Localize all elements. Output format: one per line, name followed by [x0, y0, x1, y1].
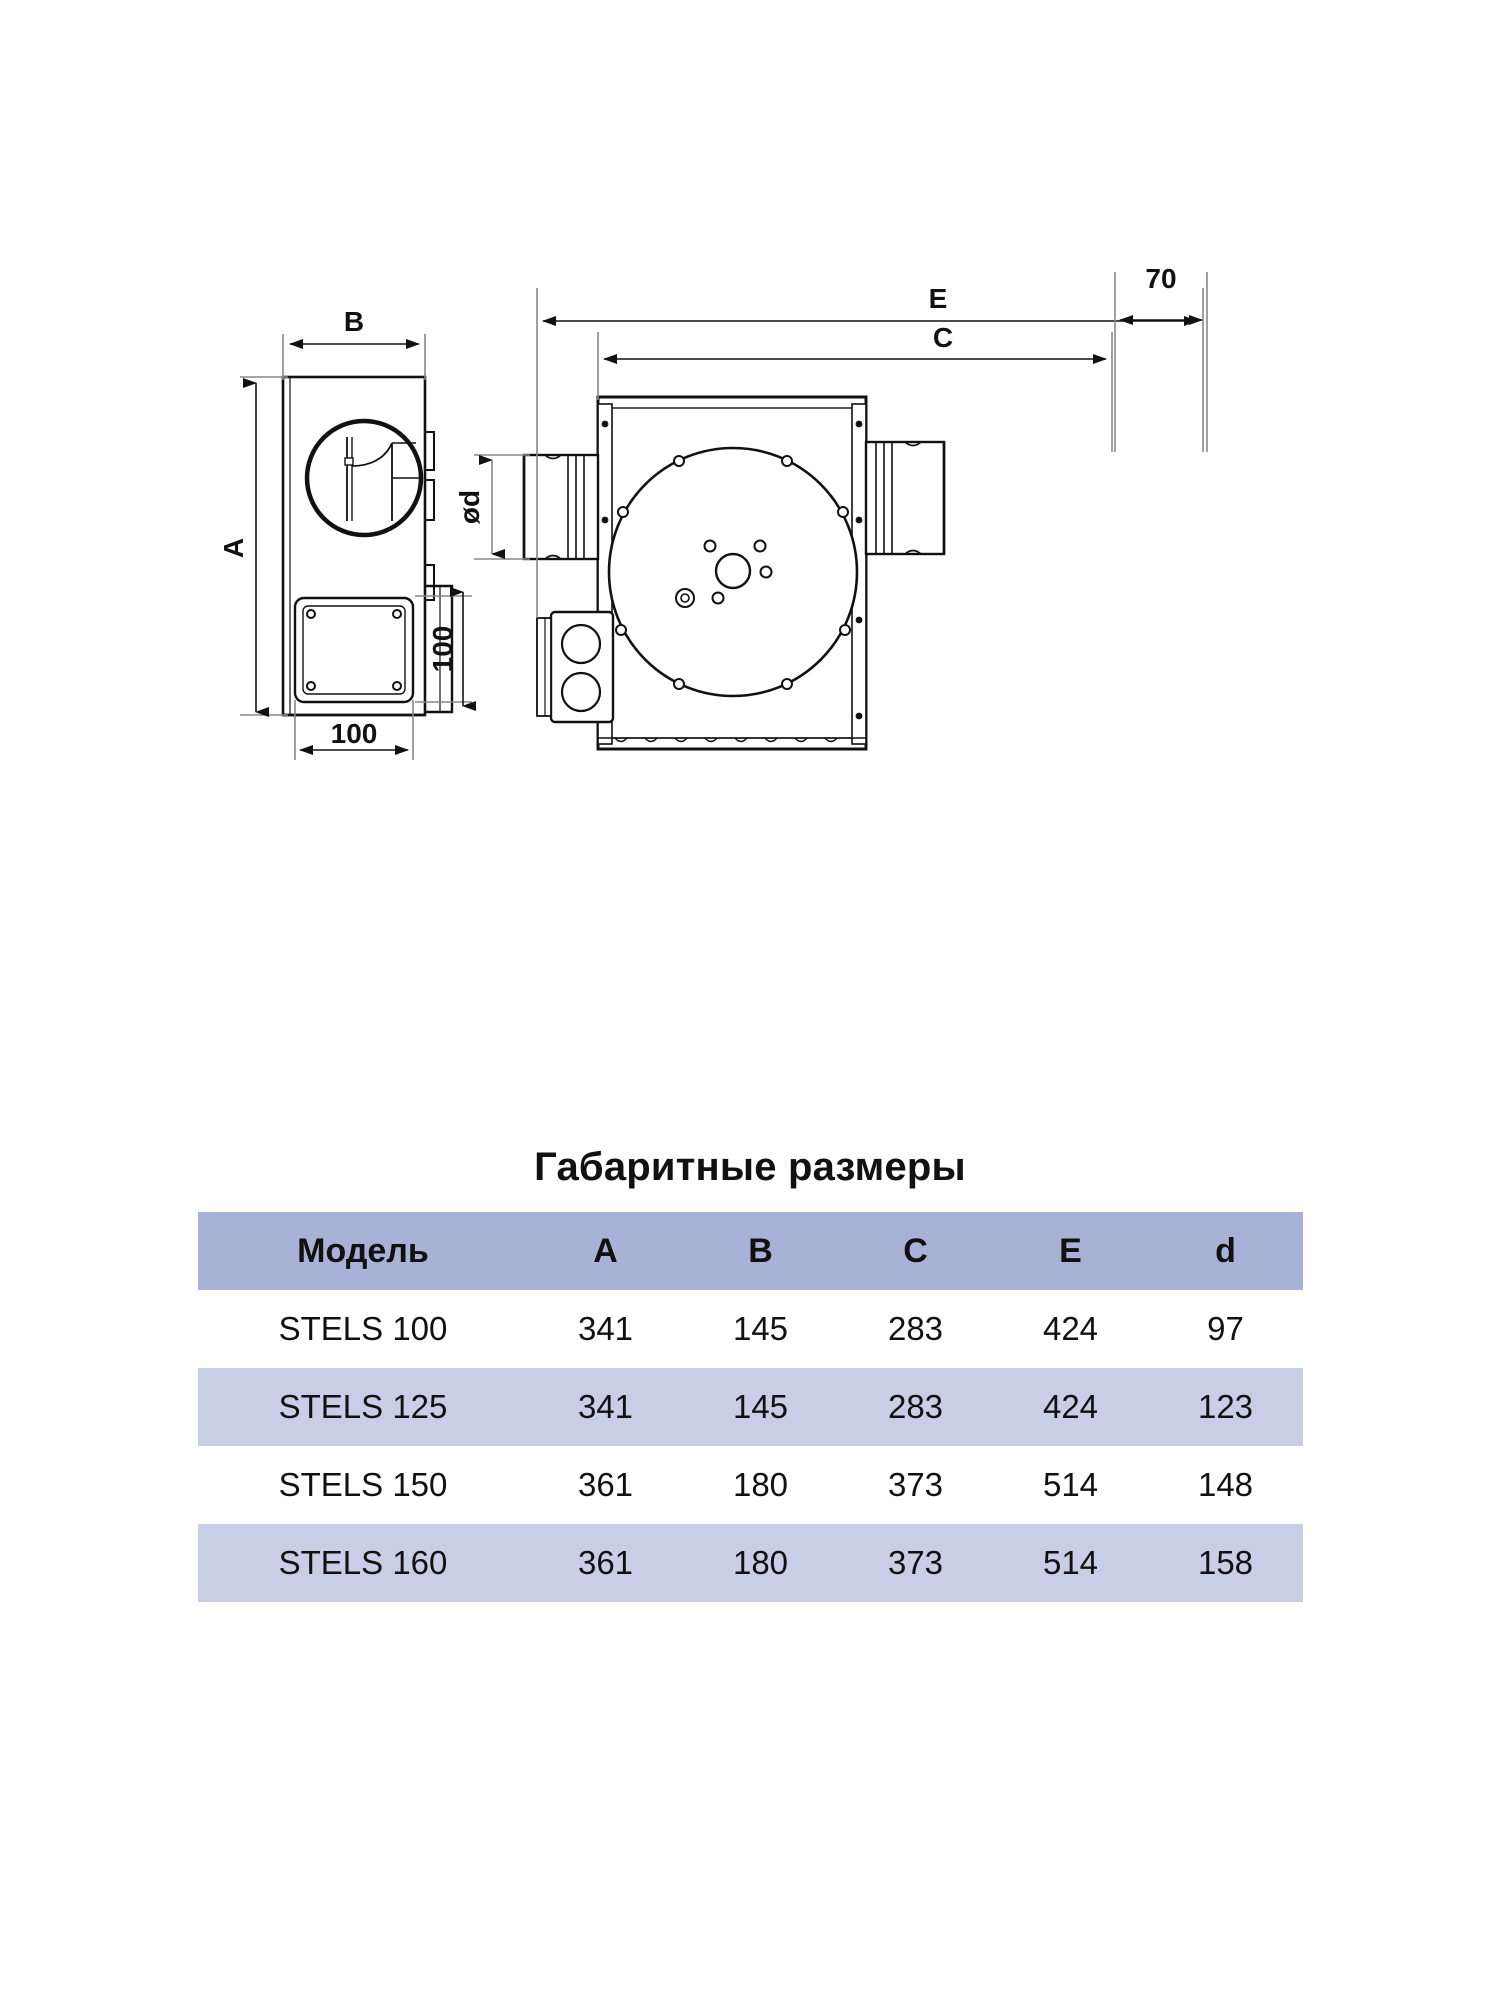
page-title: Габаритные размеры	[534, 1145, 966, 1189]
dimension-label-B: B	[344, 306, 364, 337]
cell-d: 97	[1148, 1290, 1303, 1368]
cell-d: 123	[1148, 1368, 1303, 1446]
cell-c: 283	[838, 1368, 993, 1446]
cell-c: 373	[838, 1446, 993, 1524]
side-view-access-panel	[293, 596, 415, 704]
dimension-100-vertical	[415, 587, 476, 711]
cell-d: 148	[1148, 1446, 1303, 1524]
cell-b: 145	[683, 1290, 838, 1368]
front-view-fan-cover	[607, 446, 859, 698]
dimension-100-horizontal	[294, 700, 414, 760]
dimension-label-100-vertical: 100	[427, 626, 458, 673]
cell-a: 361	[528, 1524, 683, 1602]
cell-c: 283	[838, 1290, 993, 1368]
front-view-right-spigot	[864, 440, 946, 556]
dimension-label-70: 70	[1145, 263, 1176, 294]
front-view-left-spigot	[522, 453, 600, 561]
dimension-label-E: E	[929, 283, 948, 314]
dimension-A	[240, 376, 288, 717]
table-row: STELS 125 341 145 283 424 123	[198, 1368, 1303, 1446]
cell-model: STELS 100	[198, 1290, 528, 1368]
cell-model: STELS 150	[198, 1446, 528, 1524]
cell-model: STELS 125	[198, 1368, 528, 1446]
table-header-row: Модель A B C E d	[198, 1212, 1303, 1290]
front-view-junction-box	[536, 610, 615, 724]
cell-c: 373	[838, 1524, 993, 1602]
dimension-diameter-d	[474, 454, 530, 560]
cell-b: 145	[683, 1368, 838, 1446]
column-header-model: Модель	[198, 1212, 528, 1290]
side-view-spigot	[304, 418, 424, 538]
dimensions-table-container: Модель A B C E d STELS 100 341 145 283 4…	[198, 1212, 1303, 1602]
dimension-label-C: C	[933, 322, 953, 353]
dimensions-table: Модель A B C E d STELS 100 341 145 283 4…	[198, 1212, 1303, 1602]
cell-model: STELS 160	[198, 1524, 528, 1602]
cell-b: 180	[683, 1446, 838, 1524]
cell-b: 180	[683, 1524, 838, 1602]
dimension-B	[282, 334, 426, 380]
dimension-C	[597, 332, 1113, 452]
cell-a: 341	[528, 1290, 683, 1368]
table-row: STELS 150 361 180 373 514 148	[198, 1446, 1303, 1524]
column-header-a: A	[528, 1212, 683, 1290]
dimension-label-diameter-d: ød	[454, 490, 485, 524]
dimension-E	[536, 288, 1204, 618]
cell-e: 424	[993, 1368, 1148, 1446]
column-header-c: C	[838, 1212, 993, 1290]
cell-e: 514	[993, 1524, 1148, 1602]
dimension-label-A: A	[218, 538, 249, 558]
cell-a: 361	[528, 1446, 683, 1524]
technical-drawing: B A 100 100	[0, 0, 1500, 880]
cell-a: 341	[528, 1368, 683, 1446]
column-header-d: d	[1148, 1212, 1303, 1290]
table-row: STELS 160 361 180 373 514 158	[198, 1524, 1303, 1602]
cell-d: 158	[1148, 1524, 1303, 1602]
table-row: STELS 100 341 145 283 424 97	[198, 1290, 1303, 1368]
column-header-e: E	[993, 1212, 1148, 1290]
cell-e: 424	[993, 1290, 1148, 1368]
column-header-b: B	[683, 1212, 838, 1290]
dimension-label-100-horizontal: 100	[331, 718, 378, 749]
cell-e: 514	[993, 1446, 1148, 1524]
dimension-70	[1114, 272, 1208, 452]
